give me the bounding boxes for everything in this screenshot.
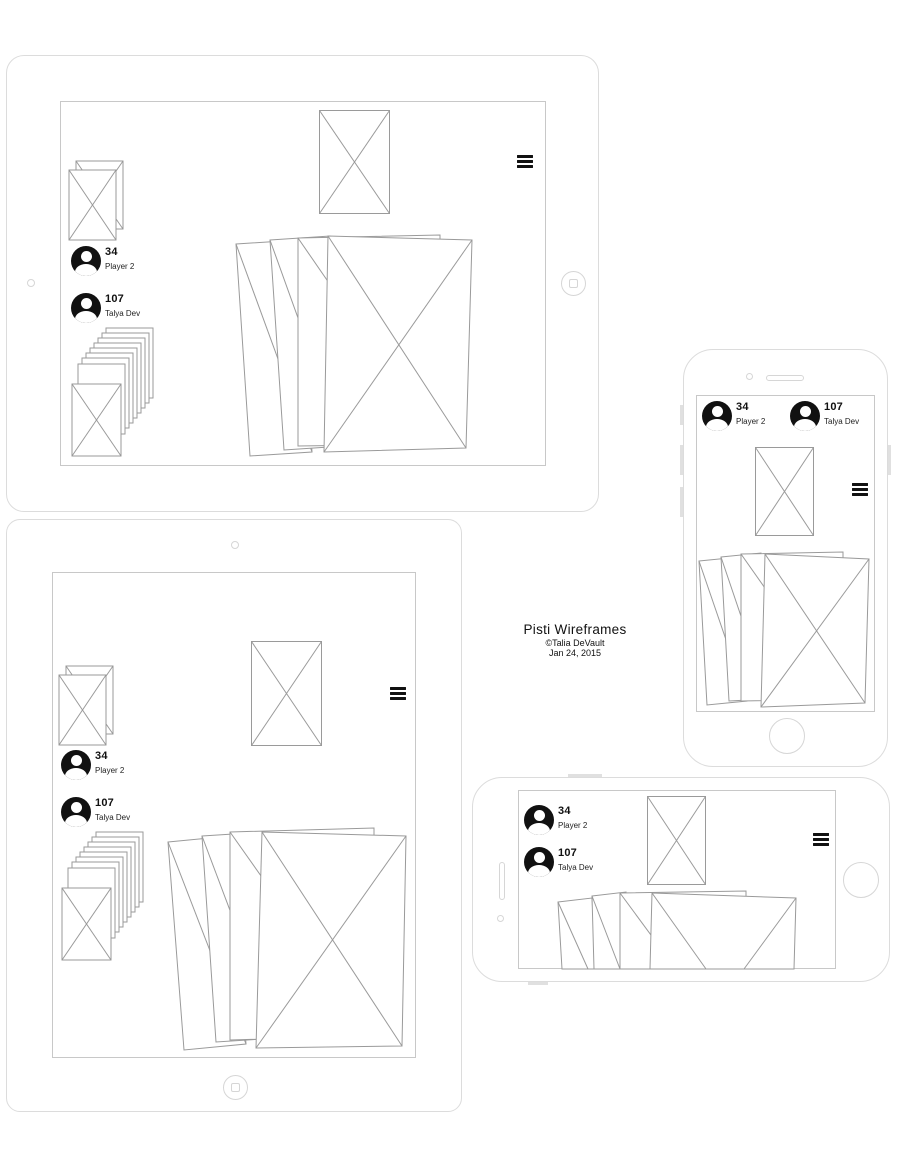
title-block: Pisti Wireframes ©Talia DeVault Jan 24, … [500,622,650,658]
self-score: 107 [105,293,124,305]
captured-pile [71,327,154,457]
self-score: 107 [95,797,114,809]
self-player: 107 Talya Dev [790,401,870,433]
self-name: Talya Dev [558,863,594,872]
user-avatar-icon [524,805,554,835]
credit-text: ©Talia DeVault [545,638,605,648]
center-card [647,796,706,885]
user-avatar-icon [702,401,732,431]
home-button[interactable] [843,862,879,898]
self-player: 107 Talya Dev [71,293,161,325]
opponent-score: 34 [736,401,749,413]
self-name: Talya Dev [95,813,131,822]
captured-pile [61,831,144,961]
volume-buttons [528,982,548,985]
speaker [766,375,804,381]
power-button [568,774,602,777]
home-button[interactable] [561,271,586,296]
opponent-hand [58,665,114,746]
front-camera [231,541,239,549]
volume-buttons [680,445,683,475]
player-hand-fan [698,551,870,708]
page-title: Pisti Wireframes [523,622,627,637]
menu-icon[interactable] [517,155,533,168]
player-hand-fan [167,827,407,1051]
opponent-name: Player 2 [105,262,135,271]
self-score: 107 [824,401,843,413]
opponent-score: 34 [105,246,118,258]
front-camera [27,279,35,287]
opponent-player: 34 Player 2 [702,401,782,433]
home-button[interactable] [769,718,805,754]
volume-buttons [680,487,683,517]
opponent-player: 34 Player 2 [524,805,604,837]
opponent-name: Player 2 [95,766,125,775]
user-avatar-icon [61,797,91,827]
center-card [319,110,390,214]
center-card [755,447,814,536]
user-avatar-icon [524,847,554,877]
home-button[interactable] [223,1075,248,1100]
self-player: 107 Talya Dev [61,797,151,829]
menu-icon[interactable] [852,483,868,496]
self-player: 107 Talya Dev [524,847,604,879]
self-name: Talya Dev [105,309,141,318]
opponent-hand [68,160,124,241]
self-name: Talya Dev [824,417,860,426]
user-avatar-icon [71,293,101,323]
date-text: Jan 24, 2015 [548,648,602,658]
opponent-score: 34 [558,805,571,817]
user-avatar-icon [71,246,101,276]
opponent-score: 34 [95,750,108,762]
opponent-name: Player 2 [558,821,588,830]
volume-buttons [680,405,683,425]
menu-icon[interactable] [390,687,406,700]
front-camera [497,915,504,922]
self-score: 107 [558,847,577,859]
player-hand-fan [235,234,473,457]
user-avatar-icon [790,401,820,431]
power-button [888,445,891,475]
opponent-name: Player 2 [736,417,766,426]
user-avatar-icon [61,750,91,780]
front-camera [746,373,753,380]
opponent-player: 34 Player 2 [71,246,161,278]
menu-icon[interactable] [813,833,829,846]
speaker [499,862,505,900]
center-card [251,641,322,746]
player-hand-fan [557,890,797,970]
opponent-player: 34 Player 2 [61,750,151,782]
